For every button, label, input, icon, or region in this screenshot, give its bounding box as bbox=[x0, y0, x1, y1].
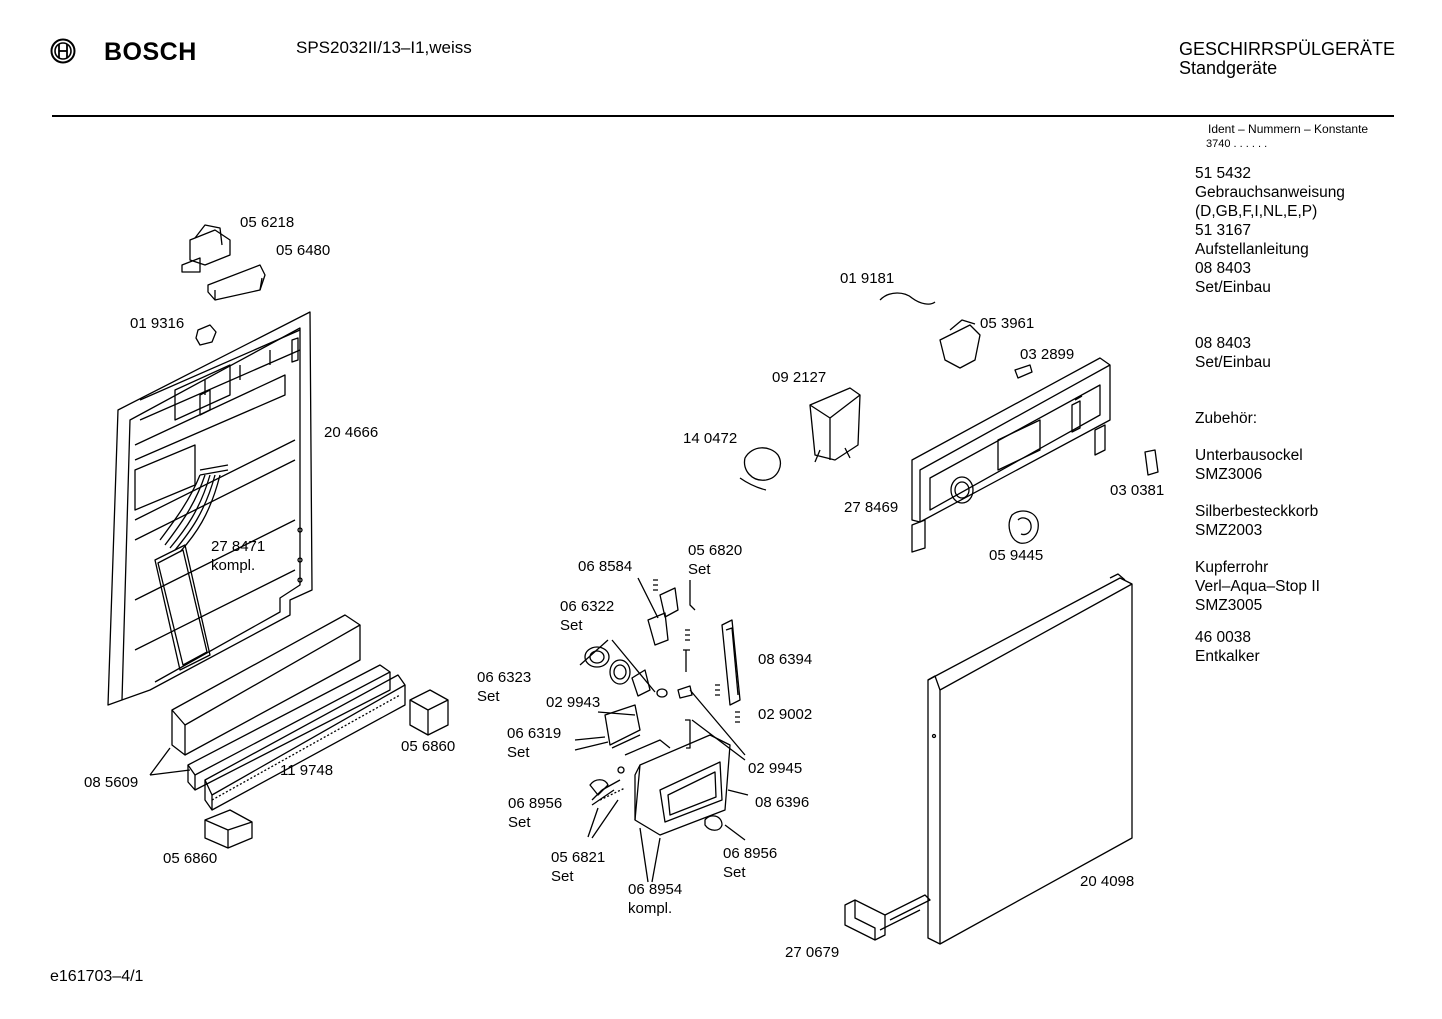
part-label: 06 6319 bbox=[507, 725, 562, 742]
part-label: 05 9445 bbox=[989, 547, 1044, 564]
sidebar-item: 08 8403 bbox=[1195, 335, 1252, 352]
part-label: 03 2899 bbox=[1020, 346, 1075, 363]
switch-assembly bbox=[584, 579, 741, 836]
part-label: 27 8469 bbox=[844, 499, 899, 516]
part-label: 02 9945 bbox=[748, 760, 803, 777]
part-label: 03 0381 bbox=[1110, 482, 1165, 499]
header-rule bbox=[52, 115, 1394, 117]
sidebar-item: Aufstellanleitung bbox=[1195, 241, 1309, 258]
category-title: GESCHIRRSPÜLGERÄTE bbox=[1179, 39, 1396, 59]
sidebar-item: Set/Einbau bbox=[1195, 354, 1271, 371]
part-label: 05 6860 bbox=[163, 850, 218, 867]
control-panel bbox=[739, 292, 1159, 553]
hinge-parts bbox=[181, 224, 266, 301]
part-label: 11 9748 bbox=[280, 762, 334, 779]
sidebar-item: Kupferrohr bbox=[1195, 559, 1269, 576]
sidebar-item: Silberbesteckkorb bbox=[1195, 503, 1319, 520]
sidebar-item: 51 5432 bbox=[1195, 165, 1252, 182]
part-label: 02 9002 bbox=[758, 706, 813, 723]
part-label: Set bbox=[551, 868, 574, 885]
brand-name: BOSCH bbox=[104, 38, 197, 66]
document-code: e161703–4/1 bbox=[50, 968, 144, 985]
sidebar-item: 51 3167 bbox=[1195, 222, 1252, 239]
part-label: 06 8584 bbox=[578, 558, 633, 575]
sidebar-item: Zubehör: bbox=[1195, 410, 1258, 427]
part-label: kompl. bbox=[211, 557, 256, 574]
sidebar-item: SMZ3006 bbox=[1195, 466, 1263, 483]
part-label: 06 8956 bbox=[508, 795, 563, 812]
part-label: Set bbox=[723, 864, 746, 881]
part-label: 05 6860 bbox=[401, 738, 456, 755]
part-label: 05 3961 bbox=[980, 315, 1035, 332]
part-label: 06 8954 bbox=[628, 881, 683, 898]
part-label: 05 6218 bbox=[240, 214, 295, 231]
part-label: 27 8471 bbox=[211, 538, 266, 555]
leader-lines-left bbox=[149, 747, 191, 776]
sidebar-item: Set/Einbau bbox=[1195, 279, 1271, 296]
part-label: 02 9943 bbox=[546, 694, 601, 711]
part-label: 09 2127 bbox=[772, 369, 827, 386]
part-label: 20 4098 bbox=[1080, 873, 1135, 890]
sidebar-item: Gebrauchsanweisung bbox=[1195, 184, 1345, 201]
part-label: 06 6323 bbox=[477, 669, 532, 686]
part-label: kompl. bbox=[628, 900, 673, 917]
part-label: Set bbox=[688, 561, 711, 578]
ident-label: Ident – Nummern – Konstante bbox=[1208, 122, 1369, 136]
bosch-logo-icon bbox=[50, 38, 76, 64]
bottom-bracket bbox=[844, 894, 931, 941]
part-label: 05 6480 bbox=[276, 242, 331, 259]
part-label: 06 6322 bbox=[560, 598, 615, 615]
part-label: 20 4666 bbox=[324, 424, 379, 441]
outer-door bbox=[927, 573, 1133, 945]
part-label: 01 9316 bbox=[130, 315, 185, 332]
part-label: 06 8956 bbox=[723, 845, 778, 862]
parts-sidebar: 51 5432 Gebrauchsanweisung (D,GB,F,I,NL,… bbox=[1195, 164, 1345, 666]
part-label: 05 6820 bbox=[688, 542, 743, 559]
part-label: 08 6394 bbox=[758, 651, 813, 668]
category-subtitle: Standgeräte bbox=[1179, 58, 1278, 78]
inner-door-panel bbox=[107, 311, 313, 706]
sidebar-item: SMZ3005 bbox=[1195, 597, 1263, 614]
part-label: Set bbox=[560, 617, 583, 634]
part-label: Set bbox=[477, 688, 500, 705]
sidebar-item: 46 0038 bbox=[1195, 629, 1252, 646]
leader-lines-center bbox=[574, 577, 749, 883]
part-label: 08 6396 bbox=[755, 794, 810, 811]
sidebar-item: Entkalker bbox=[1195, 648, 1260, 665]
part-label: Set bbox=[507, 744, 530, 761]
sidebar-item: Unterbausockel bbox=[1195, 447, 1303, 464]
bottom-trims bbox=[171, 614, 406, 811]
part-label: 14 0472 bbox=[683, 430, 738, 447]
foot-parts bbox=[204, 689, 449, 849]
part-label: 08 5609 bbox=[84, 774, 139, 791]
part-label: 27 0679 bbox=[785, 944, 840, 961]
sidebar-item: 08 8403 bbox=[1195, 260, 1252, 277]
sidebar-item: (D,GB,F,I,NL,E,P) bbox=[1195, 203, 1318, 220]
sidebar-item: Verl–Aqua–Stop II bbox=[1195, 578, 1320, 595]
ident-value: 3740 . . . . . . bbox=[1206, 138, 1268, 150]
part-label: 05 6821 bbox=[551, 849, 606, 866]
part-019316 bbox=[195, 324, 217, 346]
model-number: SPS2032II/13–I1,weiss bbox=[296, 38, 472, 57]
part-label: Set bbox=[508, 814, 531, 831]
part-label: 01 9181 bbox=[840, 270, 895, 287]
sidebar-item: SMZ2003 bbox=[1195, 522, 1263, 539]
